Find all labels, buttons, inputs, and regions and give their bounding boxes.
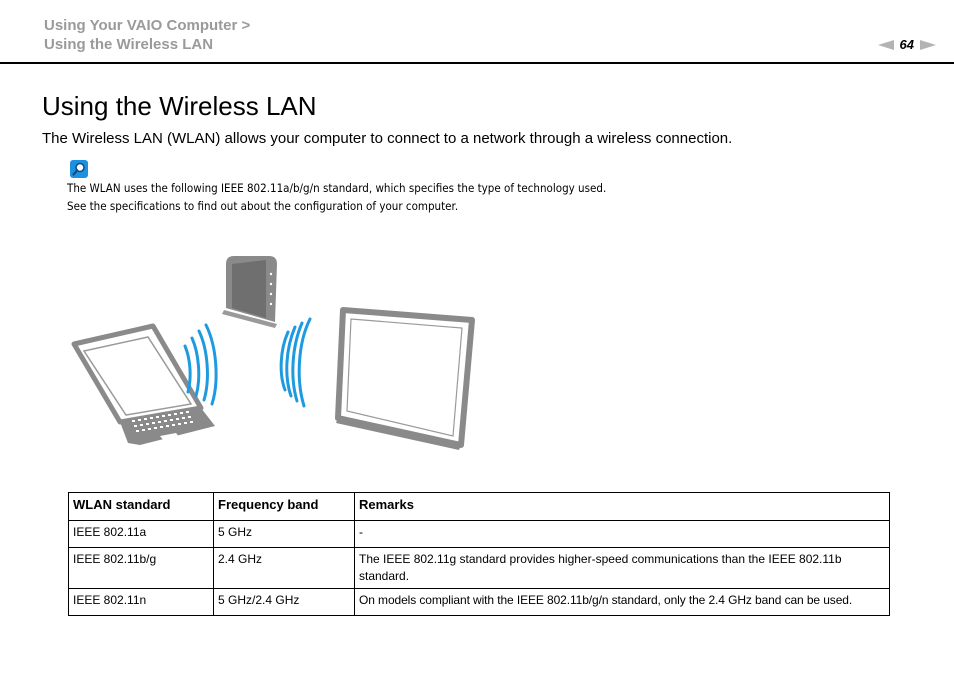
column-header: Frequency band (213, 492, 355, 521)
table-header-row: WLAN standard Frequency band Remarks (68, 492, 890, 521)
table-cell: 5 GHz (213, 520, 355, 548)
breadcrumb-current: Using the Wireless LAN (44, 36, 214, 53)
wlan-illustration (71, 256, 475, 450)
desktop-monitor-icon (335, 307, 475, 450)
breadcrumb-parent[interactable]: Using Your VAIO Computer > (44, 17, 251, 34)
table-row: IEEE 802.11b/g 2.4 GHz The IEEE 802.11g … (68, 547, 890, 589)
table-row: IEEE 802.11a 5 GHz - (68, 520, 890, 548)
table-cell: IEEE 802.11b/g (68, 547, 214, 589)
intro-paragraph: The Wireless LAN (WLAN) allows your comp… (42, 130, 733, 147)
column-header: Remarks (354, 492, 890, 521)
note-line-1: The WLAN uses the following IEEE 802.11a… (67, 181, 607, 195)
table-cell: On models compliant with the IEEE 802.11… (354, 588, 890, 616)
wlan-standards-table: WLAN standard Frequency band Remarks IEE… (68, 492, 890, 616)
table-cell: IEEE 802.11a (68, 520, 214, 548)
laptop-icon (71, 323, 215, 445)
page-navigation: 64 (877, 37, 936, 52)
magnifier-icon (70, 160, 88, 178)
table-row: IEEE 802.11n 5 GHz/2.4 GHz On models com… (68, 588, 890, 616)
header-divider (0, 62, 954, 64)
breadcrumb: Using Your VAIO Computer > Using the Wir… (44, 16, 250, 54)
wireless-signal-icon (183, 323, 218, 406)
note-line-2: See the specifications to find out about… (67, 199, 459, 213)
column-header: WLAN standard (68, 492, 214, 521)
triangle-left-icon[interactable] (877, 39, 894, 50)
table-cell: IEEE 802.11n (68, 588, 214, 616)
triangle-right-icon[interactable] (920, 39, 936, 50)
wireless-router-icon (222, 256, 277, 328)
table-cell: 2.4 GHz (213, 547, 355, 589)
table-cell: - (354, 520, 890, 548)
page-number: 64 (899, 37, 914, 52)
note-text: The WLAN uses the following IEEE 802.11a… (67, 179, 606, 215)
table-cell: 5 GHz/2.4 GHz (213, 588, 355, 616)
table-cell: The IEEE 802.11g standard provides highe… (354, 547, 890, 589)
wireless-signal-icon (279, 317, 312, 408)
page-title: Using the Wireless LAN (42, 91, 317, 121)
